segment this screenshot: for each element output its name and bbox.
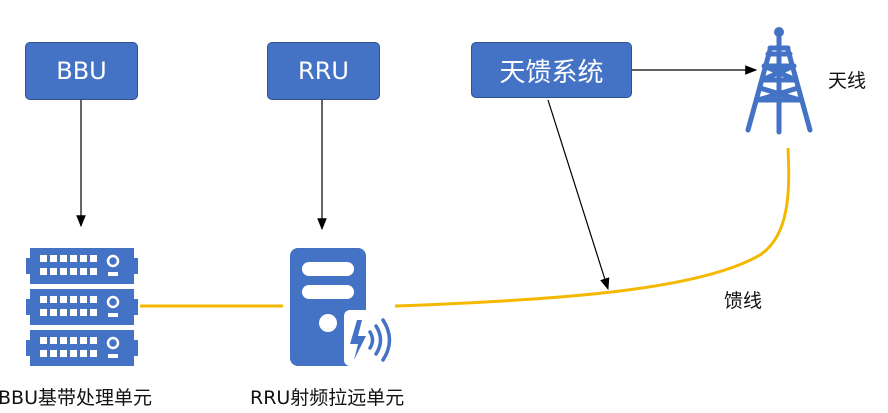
rru-desc-label: RRU射频拉远单元 (250, 387, 405, 409)
antenna-label: 天线 (828, 70, 867, 92)
rru-label: RRU (298, 57, 349, 85)
arrow-feeder (547, 99, 610, 291)
antenna-system-box: 天馈系统 (471, 42, 632, 98)
bbu-label: BBU (56, 57, 107, 85)
feeder-line (394, 147, 791, 308)
rru-box: RRU (267, 42, 380, 100)
bbu-server-icon (26, 248, 138, 366)
bbu-box: BBU (25, 42, 138, 100)
bbu-desc-label: BBU基带处理单元 (0, 387, 152, 409)
antenna-tower-icon (745, 27, 813, 135)
feeder-label: 馈线 (724, 290, 763, 312)
rru-icon (290, 248, 394, 366)
antenna-system-label: 天馈系统 (499, 57, 604, 88)
